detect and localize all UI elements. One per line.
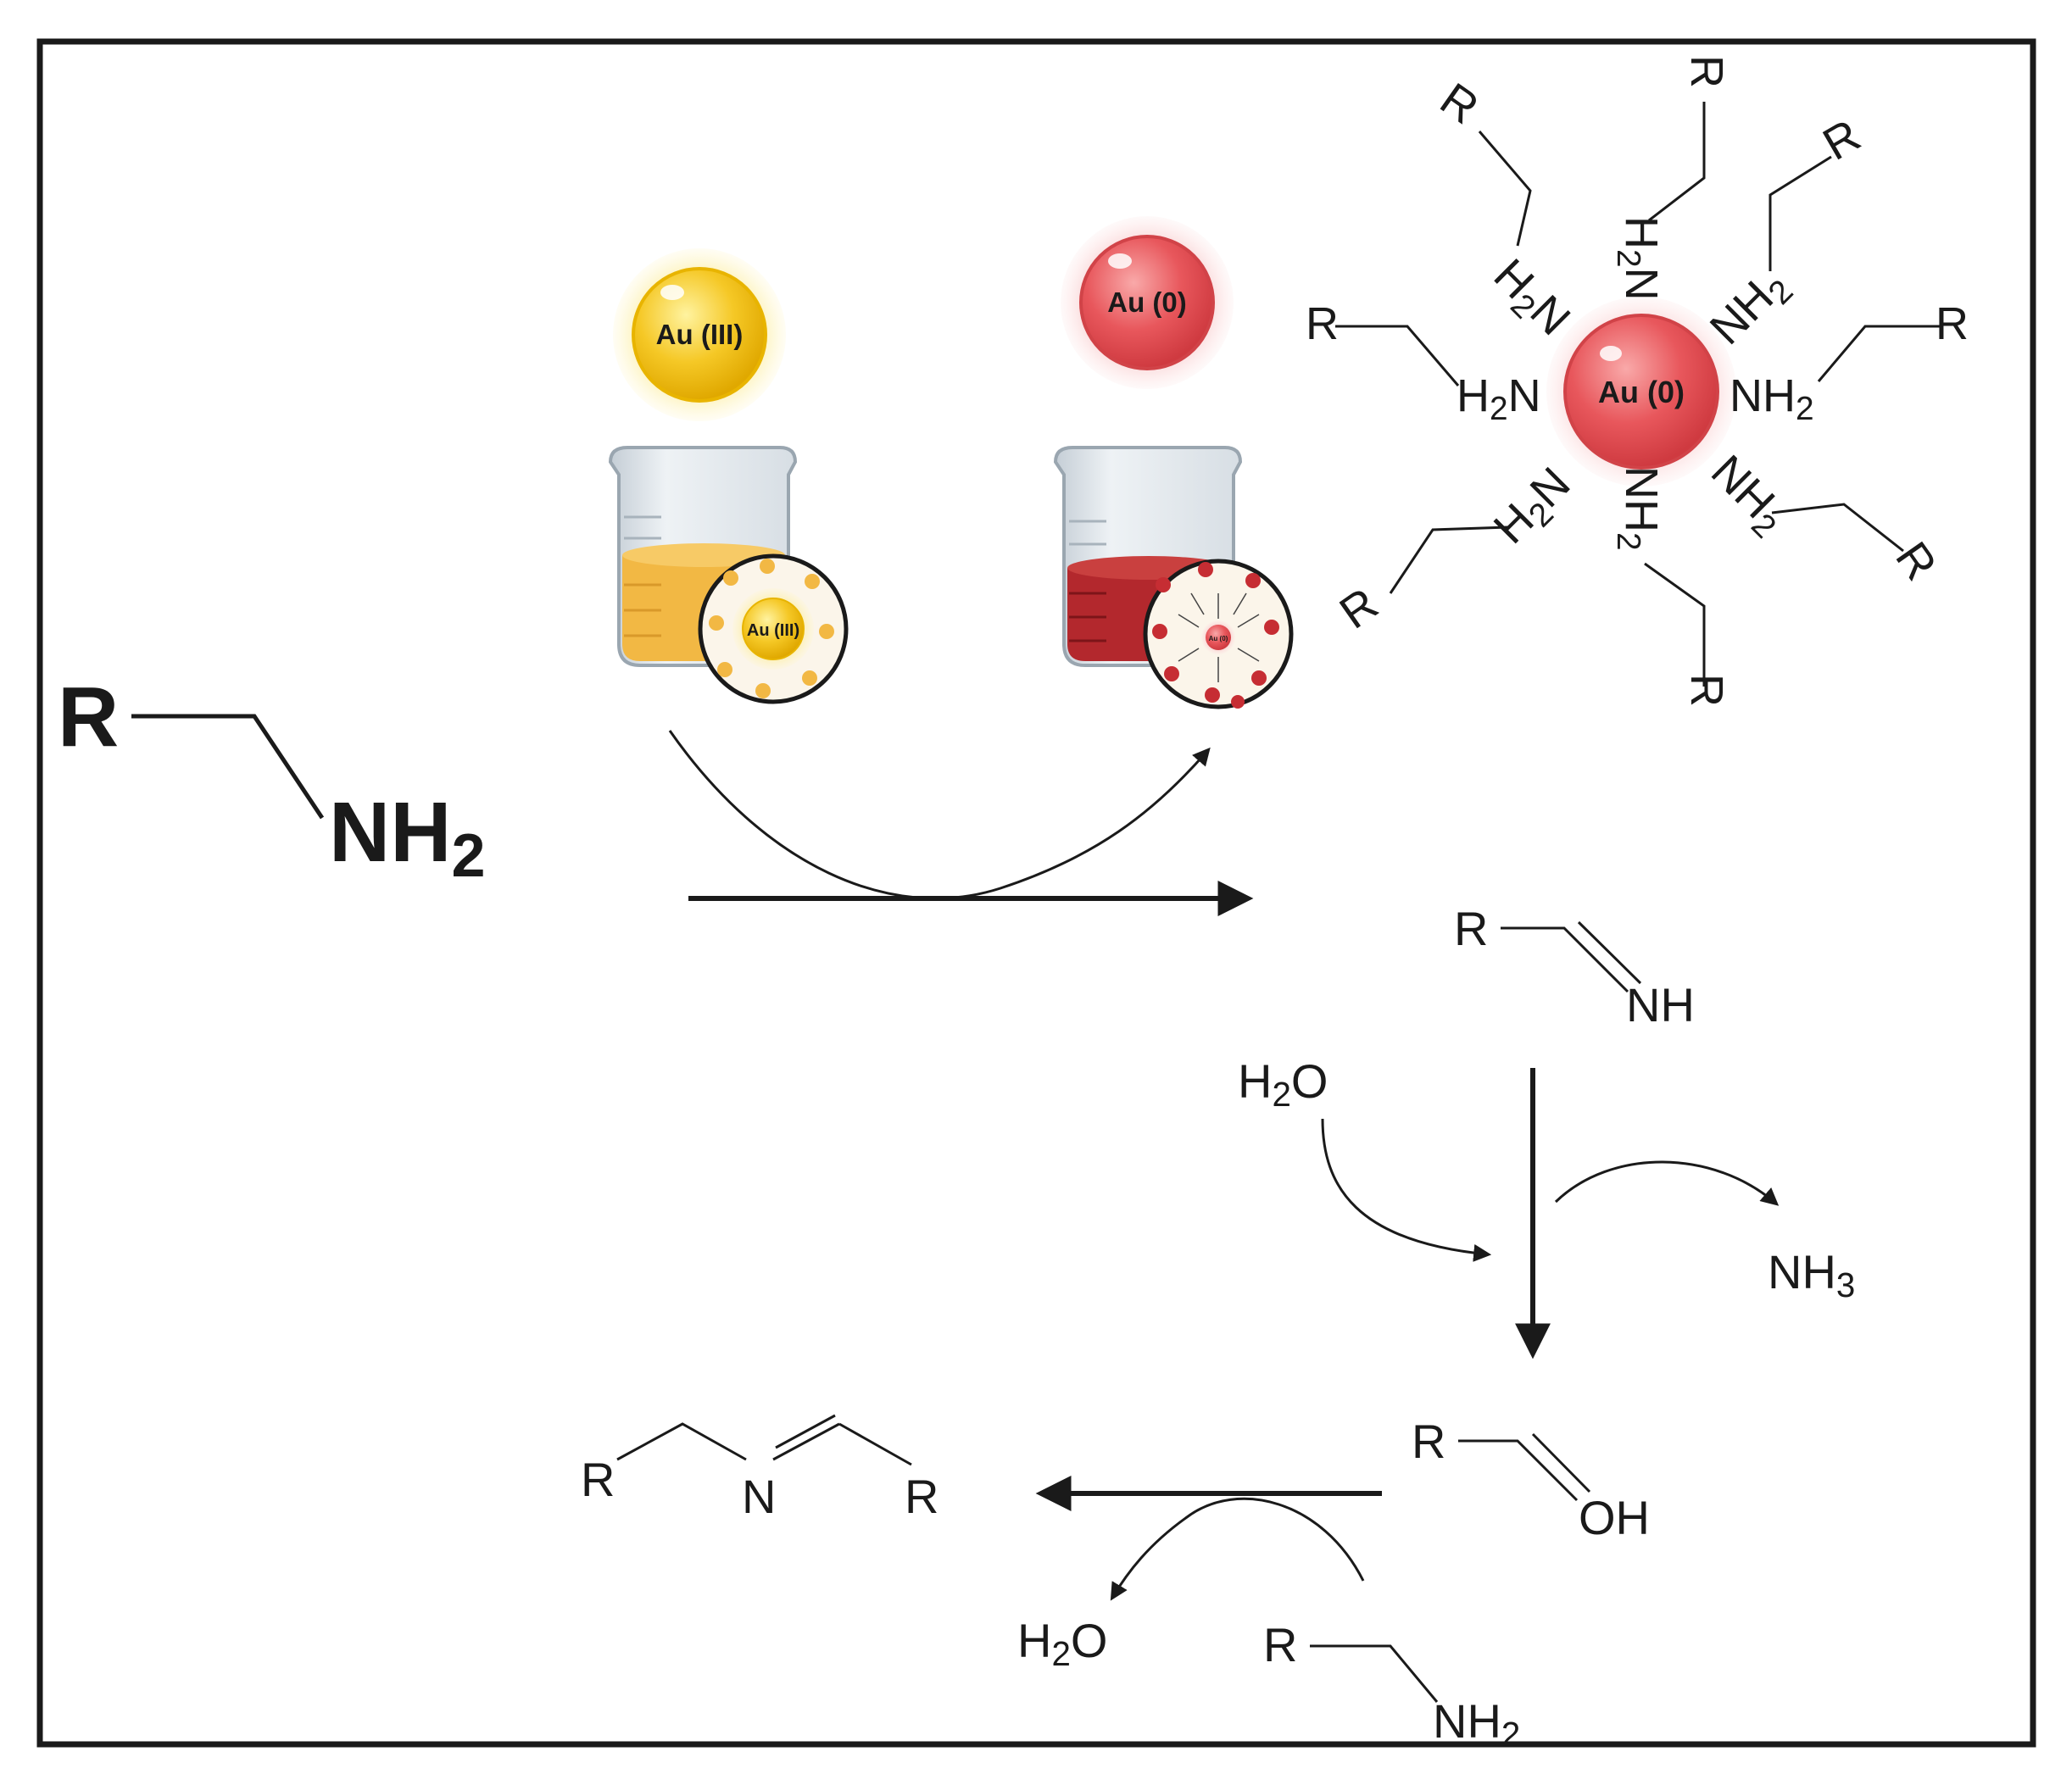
product-r1: R bbox=[581, 1453, 615, 1506]
amine-right: NH2 bbox=[1729, 370, 1814, 427]
aldehyde: R OH bbox=[1412, 1415, 1650, 1544]
amine-left: H2N bbox=[1457, 370, 1541, 427]
au3-particle: Au (III) bbox=[613, 248, 786, 421]
ligand-r-left: R bbox=[1306, 298, 1339, 349]
water-out-arrow bbox=[1110, 1497, 1365, 1601]
capped-nanoparticle: Au (0) R R R R R R R R H2N bbox=[1306, 55, 1969, 707]
second-amine: R NH2 bbox=[1263, 1618, 1520, 1754]
amine-lower-left: H2N bbox=[1484, 458, 1585, 558]
reactant-r: R bbox=[58, 670, 119, 765]
imine-r: R bbox=[1454, 902, 1488, 955]
second-amine-r: R bbox=[1263, 1618, 1297, 1671]
ammonia-out-arrow bbox=[1554, 1160, 1780, 1206]
aldehyde-oh: OH bbox=[1579, 1491, 1650, 1544]
product-n: N bbox=[742, 1470, 776, 1523]
au0-label: Au (0) bbox=[1107, 286, 1187, 318]
product-r2: R bbox=[905, 1470, 939, 1523]
product-imine: R N R bbox=[581, 1414, 939, 1523]
imine-nh: NH bbox=[1626, 978, 1695, 1032]
reactant-nh2: NH2 bbox=[329, 785, 485, 890]
reduction-curved-arrow bbox=[668, 730, 1211, 900]
ligand-r-lower-right: R bbox=[1885, 533, 1947, 589]
amine-upper-left: H2N bbox=[1480, 249, 1580, 349]
au0-particle: Au (0) bbox=[1061, 216, 1234, 389]
ligand-r-right: R bbox=[1936, 298, 1969, 349]
ligand-bonds bbox=[1335, 102, 1941, 687]
ligand-r-bottom: R bbox=[1681, 674, 1732, 707]
inset-au3: Au (III) bbox=[698, 553, 849, 704]
au3-label: Au (III) bbox=[656, 319, 744, 350]
amine-lower-right: NH2 bbox=[1697, 446, 1797, 546]
ligand-r-top: R bbox=[1681, 55, 1732, 88]
ligand-r-upper-left: R bbox=[1431, 73, 1487, 134]
amine-bottom: NH2 bbox=[1610, 466, 1667, 551]
condensation-water: H2O bbox=[1017, 1614, 1107, 1673]
reactant-amine: R NH2 bbox=[58, 670, 485, 890]
ammonia: NH3 bbox=[1768, 1245, 1855, 1304]
amine-top: H2N bbox=[1610, 216, 1667, 301]
ligand-r-lower-left: R bbox=[1331, 578, 1387, 639]
inset-au0: Au (0) bbox=[1143, 559, 1294, 709]
imine: R NH bbox=[1454, 902, 1695, 1032]
frame-border bbox=[36, 38, 2036, 1748]
inset-au3-label: Au (III) bbox=[747, 621, 799, 640]
inset-au0-label: Au (0) bbox=[1209, 635, 1228, 642]
hydrolysis-water: H2O bbox=[1238, 1054, 1328, 1114]
water-in-arrow bbox=[1321, 1118, 1492, 1262]
second-amine-nh2: NH2 bbox=[1433, 1694, 1520, 1754]
core-label: Au (0) bbox=[1598, 375, 1685, 409]
aldehyde-r: R bbox=[1412, 1415, 1445, 1468]
